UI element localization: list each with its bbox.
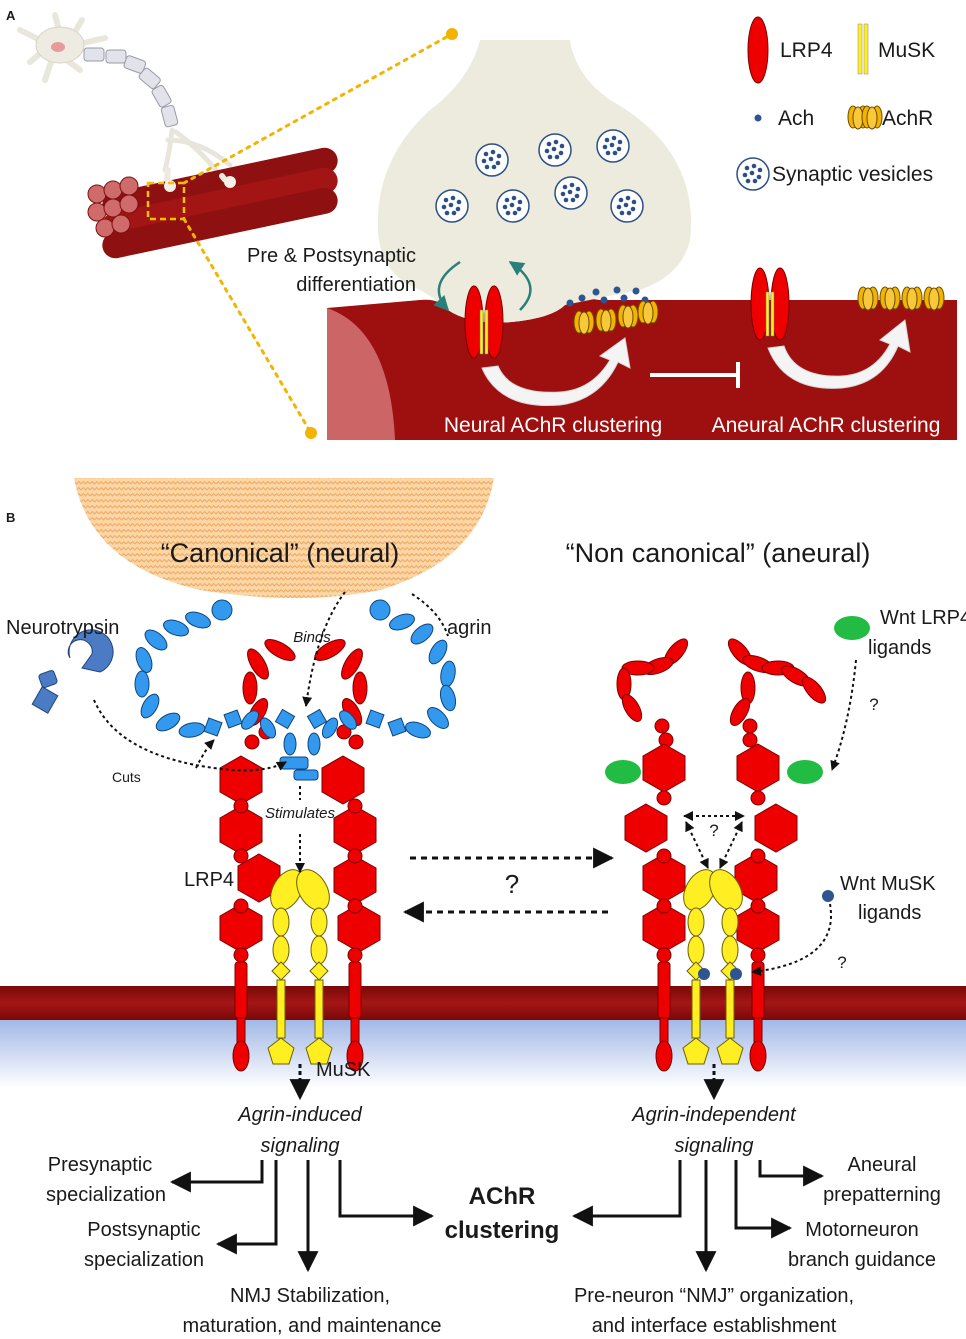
nmj-stabilization-line2: maturation, and maintenance [182,1315,441,1337]
legend-musk-swatch [857,23,863,75]
internal-question: ? [709,821,718,840]
agrin-induced-line2: signaling [261,1135,340,1157]
panel-a-label: A [6,8,16,23]
nmj-stabilization-line1: NMJ Stabilization, [230,1285,390,1307]
differentiation-label-line2: differentiation [296,274,416,296]
preneuron-line2: and interface establishment [592,1315,837,1337]
wnt-lrp4-arrow [830,659,857,771]
wnt-lrp4-question: ? [869,695,878,714]
wnt-lrp4-ligand-left [605,760,641,784]
achr-clustering-line1: AChR [469,1183,536,1210]
lrp4-musk-arrow-left [685,821,709,869]
differentiation-arrow-left [433,260,461,312]
aneural-clustering-label: Aneural AChR clustering [712,414,941,437]
musk-label: MuSK [316,1059,371,1081]
legend-vesicles-label: Synaptic vesicles [772,163,933,186]
canonical-output-arrows [169,1160,435,1273]
legend-lrp4-label: LRP4 [780,39,833,62]
wnt-musk-ligand-left [698,968,710,980]
binds-label: Binds [293,629,331,646]
agrin-independent-line2: signaling [675,1135,754,1157]
muscle-membrane [0,986,966,1020]
neural-clustering-label: Neural AChR clustering [444,414,662,437]
presynaptic-line1: Presynaptic [48,1154,153,1176]
preneuron-line1: Pre-neuron “NMJ” organization, [574,1285,854,1307]
nerve-terminal [377,40,691,323]
agrin-label: agrin [447,617,491,639]
legend-ach-label: Ach [778,107,814,130]
postsynaptic-line2: specialization [84,1249,204,1271]
noncanonical-output-arrows [571,1160,825,1273]
agrin-induced-line1: Agrin-induced [237,1104,362,1126]
legend-achr-label: AchR [882,107,933,130]
muscle-cell [327,298,957,440]
wnt-musk-ligand-legend [822,890,834,902]
stimulates-label: Stimulates [265,805,336,822]
differentiation-arrow-right [508,260,532,311]
wnt-musk-ligand-right [730,968,742,980]
agrin-independent-line1: Agrin-independent [631,1104,797,1126]
aneural-prepatterning-line2: prepatterning [823,1184,941,1206]
aneural-clustering-arrow [767,319,911,389]
exchange-question: ? [505,869,519,899]
muscle-nucleus [327,308,395,440]
musk-noncanonical [682,869,744,1065]
ach-molecules [566,286,649,307]
nerve-terminal-b [74,478,494,598]
legend: LRP4 MuSK Ach AchR Synaptic vesicles [736,16,935,191]
wnt-lrp4-ligand-right [787,760,823,784]
wnt-lrp4-label-line1: Wnt LRP4 [880,607,966,629]
legend-vesicle-swatch [736,157,770,191]
agrin [134,599,457,781]
wnt-musk-arrow [751,903,832,976]
lrp4-musk-arrow-right [719,821,743,869]
legend-musk-label: MuSK [878,39,935,62]
cuts-arrow-branch [195,739,215,769]
lrp4-noncanonical [616,638,827,1072]
wnt-musk-label-line2: ligands [858,902,921,924]
zoom-line-top [182,32,454,185]
legend-lrp4-swatch [747,16,769,84]
wnt-lrp4-label-line2: ligands [868,637,931,659]
panel-b-label: B [6,510,15,525]
motoneuron-line1: Motorneuron [805,1219,918,1241]
motoneuron-line2: branch guidance [788,1249,936,1271]
achr-clustering-line2: clustering [445,1217,560,1244]
postsynaptic-line1: Postsynaptic [87,1219,200,1241]
legend-ach-swatch [754,114,762,122]
canonical-title: “Canonical” (neural) [161,538,400,568]
wnt-lrp4-ligand-legend [834,616,870,640]
neurotrypsin-label: Neurotrypsin [6,617,119,639]
neural-clustering-arrow [481,337,631,407]
zoom-dot-bottom [305,427,317,439]
zoom-dot-top [446,28,458,40]
lrp4-label: LRP4 [184,869,234,891]
neuron-illustration [17,12,233,178]
wnt-musk-label-line1: Wnt MuSK [840,873,936,895]
aneural-prepatterning-line1: Aneural [848,1154,917,1176]
zoom-line-bottom [182,217,313,435]
neurotrypsin-shape [31,629,114,714]
agrin-pointer [411,593,449,637]
presynaptic-line2: specialization [46,1184,166,1206]
cytoplasm [0,1018,966,1088]
cuts-arrow [93,699,287,772]
wnt-musk-question: ? [837,953,846,972]
differentiation-label-line1: Pre & Postsynaptic [247,245,416,267]
cuts-label: Cuts [112,769,141,785]
noncanonical-title: “Non canonical” (aneural) [566,538,871,568]
muscle-bundle-illustration [87,147,338,259]
